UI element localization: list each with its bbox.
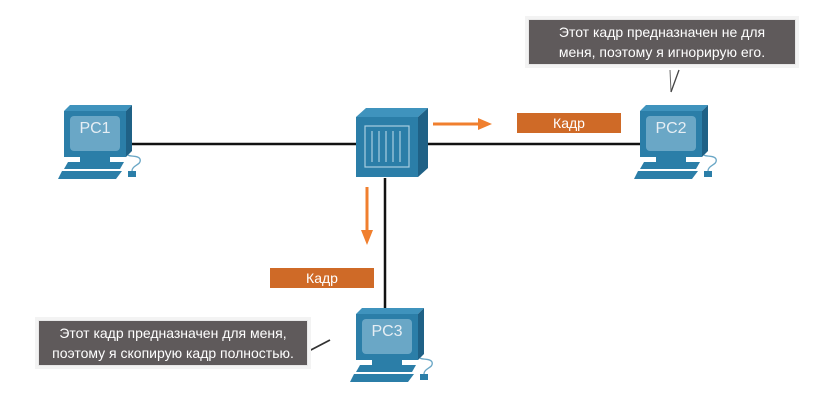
callout-pointer-pc2 <box>669 69 672 93</box>
pc2-icon <box>634 105 717 179</box>
arrow-down-icon <box>361 187 373 245</box>
pc1-icon <box>58 105 141 179</box>
callout-pointer-pc2b <box>670 69 680 93</box>
callout-pc3-line2: поэтому я скопирую кадр полностью. <box>52 345 294 361</box>
frame-label-down: Кадр <box>270 268 374 288</box>
switch-icon <box>356 108 428 177</box>
callout-pc2: Этот кадр предназначен не для меня, поэт… <box>528 19 796 65</box>
pc3-label: PC3 <box>371 323 403 340</box>
pc3-icon <box>350 308 433 382</box>
callout-pc2-line1: Этот кадр предназначен не для <box>558 24 766 40</box>
pc2-label: PC2 <box>655 120 687 137</box>
callout-pc2-line2: меня, поэтому я игнорирую его. <box>558 44 766 60</box>
arrow-right-icon <box>433 118 492 130</box>
frame-label-right: Кадр <box>517 113 621 133</box>
callout-pc3-line1: Этот кадр предназначен для меня, <box>59 325 287 341</box>
pc1-label: PC1 <box>79 120 111 137</box>
callout-pc3: Этот кадр предназначен для меня, поэтому… <box>38 320 308 366</box>
callout-pointer-pc3 <box>306 339 331 353</box>
